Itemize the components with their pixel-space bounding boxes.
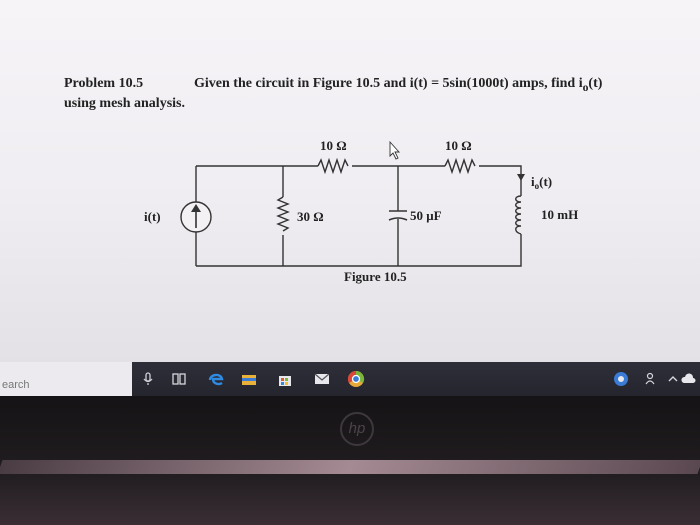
hp-logo: hp [340,412,374,446]
microphone-icon[interactable] [139,370,157,388]
output-current-end: (t) [539,174,552,189]
task-view-icon[interactable] [170,370,188,388]
capacitor-label: 50 μF [410,208,442,223]
bottom-wire [196,234,522,267]
chevron-up-icon[interactable] [664,370,682,388]
mail-icon[interactable] [313,370,331,388]
network-icon[interactable] [612,370,630,388]
edge-icon[interactable] [207,370,225,388]
resistor-r3-symbol [276,196,290,232]
search-box[interactable]: earch [0,362,132,396]
output-current-label: io(t) [531,174,552,191]
problem-statement-line2: using mesh analysis. [64,96,185,111]
resistor-r1-symbol [317,157,349,175]
circuit-diagram: 10 Ω 10 Ω 30 Ω 50 μF 10 mH i(t) io(t) Fi… [144,138,578,284]
people-icon[interactable] [643,370,661,388]
output-current-sub: o [535,181,540,191]
current-source-arrow-head [191,204,201,212]
resistor-r3-label: 30 Ω [297,209,324,224]
output-current-main: i [531,174,535,189]
search-placeholder: earch [2,379,30,391]
output-current-arrow [517,174,525,181]
source-label: i(t) [144,209,161,224]
file-explorer-icon[interactable] [240,370,258,388]
capacitor-plate-bottom [388,217,408,221]
chrome-icon[interactable] [347,370,365,388]
problem-statement: Given the circuit in Figure 10.5 and i(t… [194,76,602,94]
problem-statement-text: Given the circuit in Figure 10.5 and i(t… [194,76,583,91]
inductor-label: 10 mH [541,207,578,222]
screen-area: Problem 10.5 Given the circuit in Figure… [0,0,700,362]
top-wire-right [479,165,522,196]
cloud-icon[interactable] [680,370,698,388]
problem-title: Problem 10.5 [64,76,144,91]
inductor-symbol [515,195,522,235]
store-icon[interactable] [276,370,294,388]
laptop-bezel: hp [0,396,700,525]
figure-caption: Figure 10.5 [344,269,407,284]
taskbar: earch [0,362,700,396]
resistor-r2-label: 10 Ω [445,138,472,153]
mouse-cursor-icon [389,140,401,160]
problem-statement-subscript: o [582,80,589,94]
resistor-r2-symbol [444,157,476,175]
resistor-r1-label: 10 Ω [320,138,347,153]
keyboard-edge [0,460,700,474]
problem-statement-end: (t) [588,76,603,91]
